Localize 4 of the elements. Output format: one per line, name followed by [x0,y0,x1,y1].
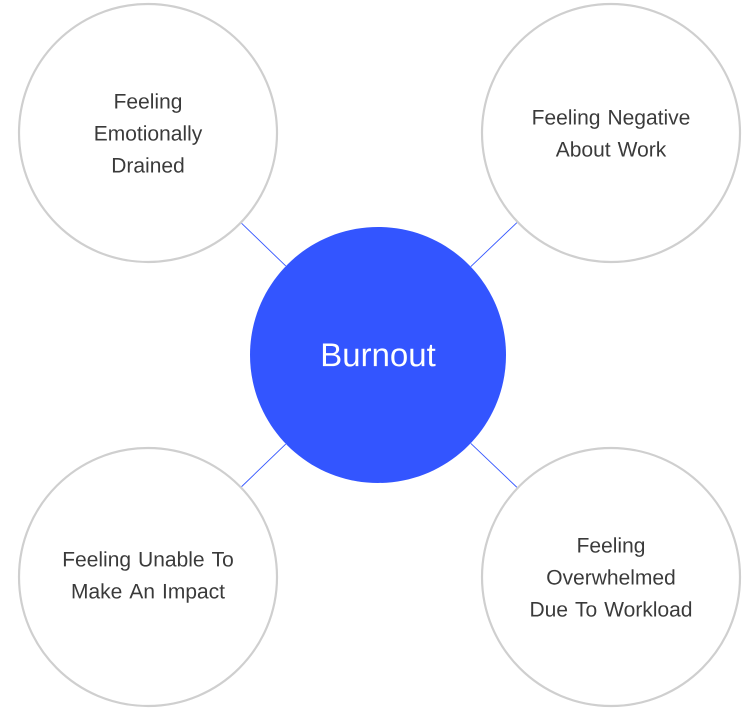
connector-line [470,442,518,488]
connector-line [241,222,286,266]
connector-line [241,444,286,488]
connector-line [470,222,518,267]
